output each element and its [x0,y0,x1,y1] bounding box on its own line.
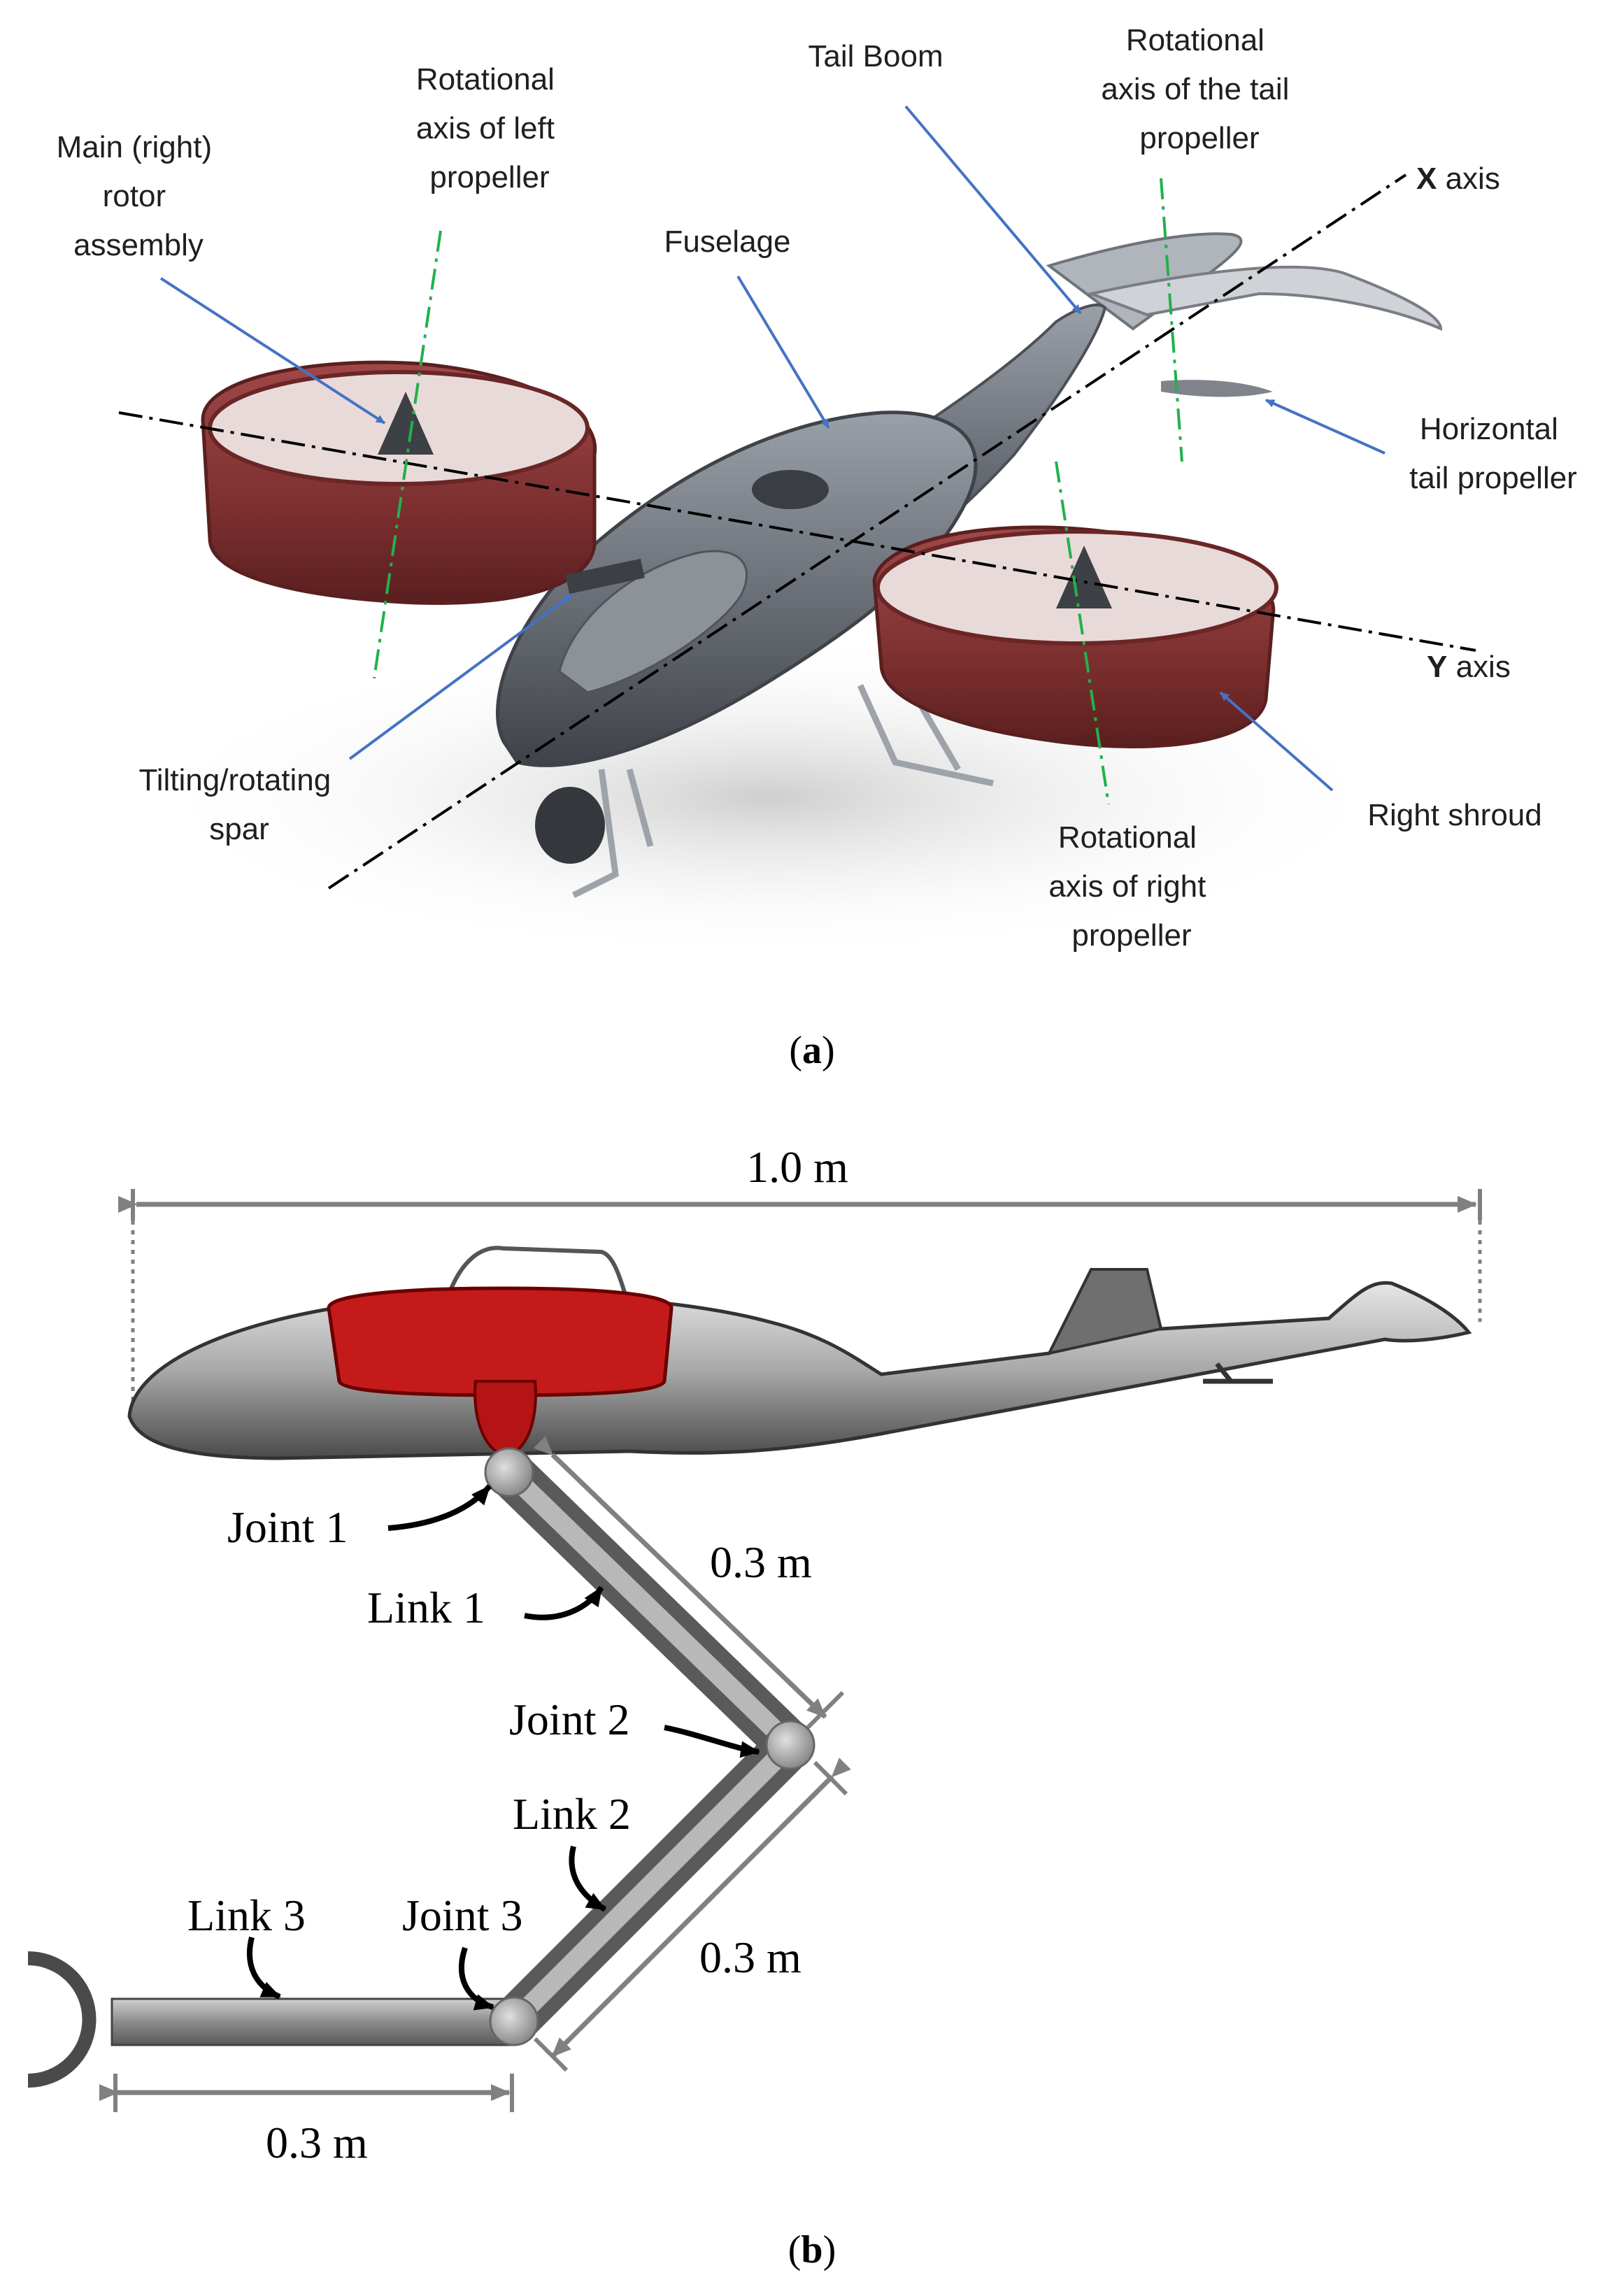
tail-rotation-axis [1160,178,1183,462]
side-canopy-frame [446,1246,632,1309]
link-1-dim-tick [806,1690,845,1730]
fuselage-canopy [558,550,748,694]
label-link-1-length: 0.3 m [710,1537,812,1587]
link-1-dimension [533,1436,827,1719]
arrow-joint-1 [387,1484,492,1531]
right-rotation-axis [1055,461,1110,805]
helicopter-side-view [127,1246,1472,1460]
gripper [27,1951,97,2088]
label-joint-1: Joint 1 [227,1502,348,1552]
label-link-2-length: 0.3 m [699,1932,802,1982]
left-shroud [201,360,597,605]
label-link-3: Link 3 [187,1890,306,1940]
label-link-1: Link 1 [367,1583,485,1632]
label-tail-rotation-axis: Rotational axis of the tail propeller [1101,23,1297,155]
front-skid [571,768,654,899]
label-main-rotor: Main (right) rotor assembly [57,130,221,262]
tail-fin [1046,232,1243,331]
label-fuselage: Fuselage [664,225,790,259]
tail-wing [1085,265,1443,332]
label-link-2: Link 2 [513,1789,631,1839]
y-axis-line [118,411,1476,652]
label-span: 1.0 m [746,1142,848,1192]
joint-1-marker [484,1447,534,1497]
caption-a: (a) [789,1029,834,1072]
arrow-horizontal-tail [1265,399,1386,455]
side-shroud [327,1286,674,1397]
arrow-tail-boom [904,105,1082,315]
joint-2-marker [765,1720,815,1770]
label-joint-3: Joint 3 [402,1890,522,1940]
link-2-dim-tick-bottom [533,2037,569,2072]
side-skid [1203,1362,1273,1384]
label-x-axis: X axis [1416,162,1500,196]
arrow-tilting-spar [348,593,574,760]
label-tail-boom: Tail Boom [808,39,943,73]
panel-a: Main (right) rotor assembly Rotational a… [57,23,1577,1072]
arrow-link-2 [569,1846,607,1912]
label-horizontal-tail: Horizontal tail propeller [1409,412,1577,495]
camera-pod [535,787,605,864]
label-y-axis: Y axis [1427,650,1511,684]
tail-propeller-blade [1161,380,1273,397]
link-2-dimension [550,1758,851,2058]
arrow-fuselage [736,275,830,429]
right-shroud [872,525,1278,748]
link-2-dim-tick-top [813,1760,848,1796]
arrow-main-rotor [159,277,386,425]
joint-3-marker [489,1996,539,2046]
arrow-link-3 [246,1937,281,2000]
label-tilting-spar: Tilting/rotating spar [139,763,340,846]
label-link-3-length: 0.3 m [266,2118,368,2167]
left-rotation-axis [373,230,442,679]
x-axis-line [327,173,1407,890]
label-left-rotation-axis: Rotational axis of left propeller [416,62,563,194]
label-joint-2: Joint 2 [509,1695,629,1744]
arrow-joint-3 [459,1946,494,2011]
caption-b: (b) [788,2228,836,2272]
arrow-link-1 [524,1586,604,1620]
link-3-body [111,1997,515,2046]
label-right-shroud: Right shroud [1367,798,1541,832]
arrow-joint-2 [664,1725,760,1758]
arrow-right-shroud [1219,691,1334,792]
fuselage-hatch [752,470,829,509]
side-tail-fin [1046,1268,1163,1355]
panel-b: 1.0 m [27,1142,1482,2272]
tilting-spar [565,558,645,594]
label-right-rotation-axis: Rotational axis of right propeller [1048,820,1214,953]
